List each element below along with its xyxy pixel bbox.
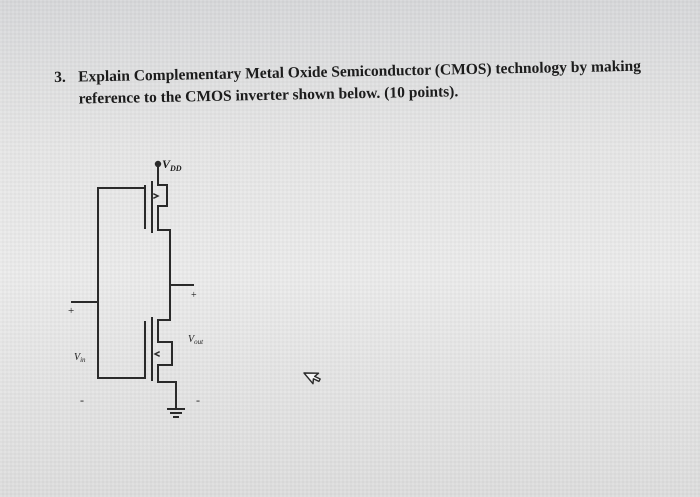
vout-plus-sign: + bbox=[191, 290, 197, 301]
vin-minus-sign: - bbox=[80, 393, 84, 407]
vin-plus-sign: + bbox=[68, 305, 74, 317]
mouse-cursor-icon bbox=[303, 372, 321, 385]
gate-wiring bbox=[71, 187, 146, 379]
ground-symbol bbox=[157, 381, 185, 418]
vdd-label: VDD bbox=[162, 157, 182, 173]
vin-label: Vin bbox=[74, 352, 86, 364]
vout-minus-sign: - bbox=[196, 393, 200, 407]
output-node bbox=[157, 229, 194, 321]
pmos-transistor bbox=[144, 181, 168, 233]
vout-label: Vout bbox=[188, 334, 204, 346]
nmos-transistor bbox=[144, 317, 173, 383]
vdd-rail bbox=[154, 160, 162, 186]
